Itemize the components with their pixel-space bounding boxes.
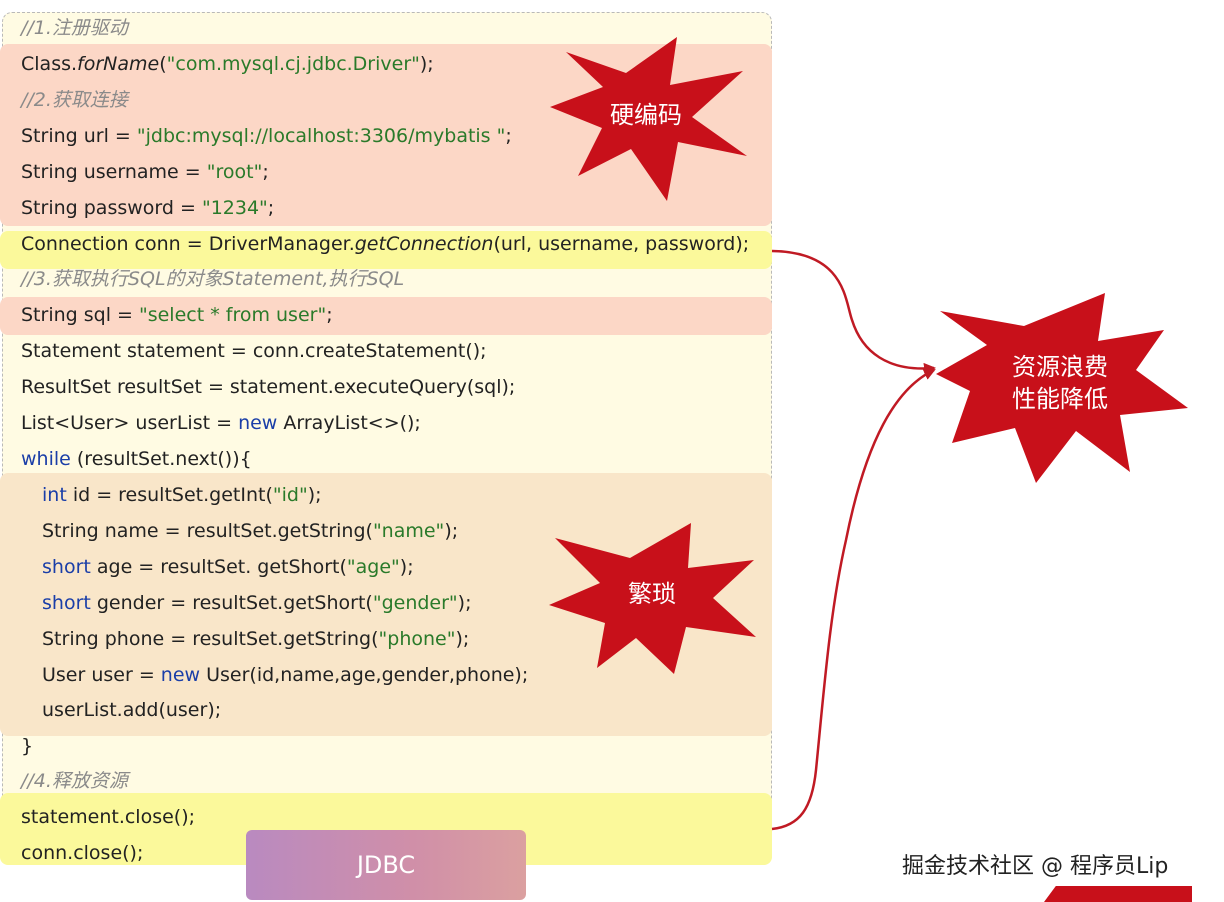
code-line-resultset: ResultSet resultSet = statement.executeQ… — [21, 376, 516, 398]
code-line-conn-close: conn.close(); — [21, 842, 144, 864]
code-line-statement-close: statement.close(); — [21, 806, 196, 828]
jdbc-tab[interactable]: JDBC — [246, 830, 526, 900]
code-line-username: String username = "root"; — [21, 161, 269, 183]
connection-highlight — [0, 231, 772, 269]
code-line-age: short age = resultSet. getShort("age"); — [42, 556, 414, 578]
code-line-url: String url = "jdbc:mysql://localhost:330… — [21, 125, 512, 147]
code-line-comment-3: //3.获取执行SQL的对象Statement,执行SQL — [21, 268, 405, 290]
code-line-password: String password = "1234"; — [21, 197, 275, 219]
code-line-while: while (resultSet.next()){ — [21, 448, 252, 470]
code-line-user: User user = new User(id,name,age,gender,… — [42, 664, 529, 686]
code-line-name: String name = resultSet.getString("name"… — [42, 520, 459, 542]
code-line-add: userList.add(user); — [42, 699, 222, 721]
sql-highlight — [0, 297, 772, 335]
code-line-sql: String sql = "select * from user"; — [21, 304, 333, 326]
watermark: 掘金技术社区 @ 程序员Lip — [902, 854, 1169, 879]
corner-decoration — [1044, 886, 1192, 902]
code-line-connection: Connection conn = DriverManager.getConne… — [21, 233, 750, 255]
tedious-label: 繁琐 — [628, 580, 676, 608]
code-line-comment-2: //2.获取连接 — [21, 89, 128, 111]
star-hardcode — [550, 37, 747, 201]
arrow-close-to-waste — [771, 368, 936, 831]
resource-waste-label-2: 性能降低 — [1012, 385, 1108, 413]
code-line-phone: String phone = resultSet.getString("phon… — [42, 628, 470, 650]
star-resource-waste — [936, 293, 1188, 483]
resource-waste-label-1: 资源浪费 — [1012, 353, 1108, 381]
code-line-comment-1: //1.注册驱动 — [21, 17, 128, 39]
arrow-connection-to-waste — [771, 249, 936, 375]
hardcode-label: 硬编码 — [610, 101, 682, 129]
code-line-statement: Statement statement = conn.createStateme… — [21, 340, 487, 362]
jdbc-tab-label: JDBC — [356, 851, 416, 879]
star-tedious — [549, 523, 756, 674]
code-line-gender: short gender = resultSet.getShort("gende… — [42, 592, 472, 614]
code-line-close-brace: } — [21, 735, 34, 757]
code-line-userlist: List<User> userList = new ArrayList<>(); — [21, 412, 421, 434]
code-line-id: int id = resultSet.getInt("id"); — [42, 484, 322, 506]
code-line-forname: Class.forName("com.mysql.cj.jdbc.Driver"… — [21, 53, 434, 75]
code-line-comment-4: //4.释放资源 — [21, 770, 128, 792]
